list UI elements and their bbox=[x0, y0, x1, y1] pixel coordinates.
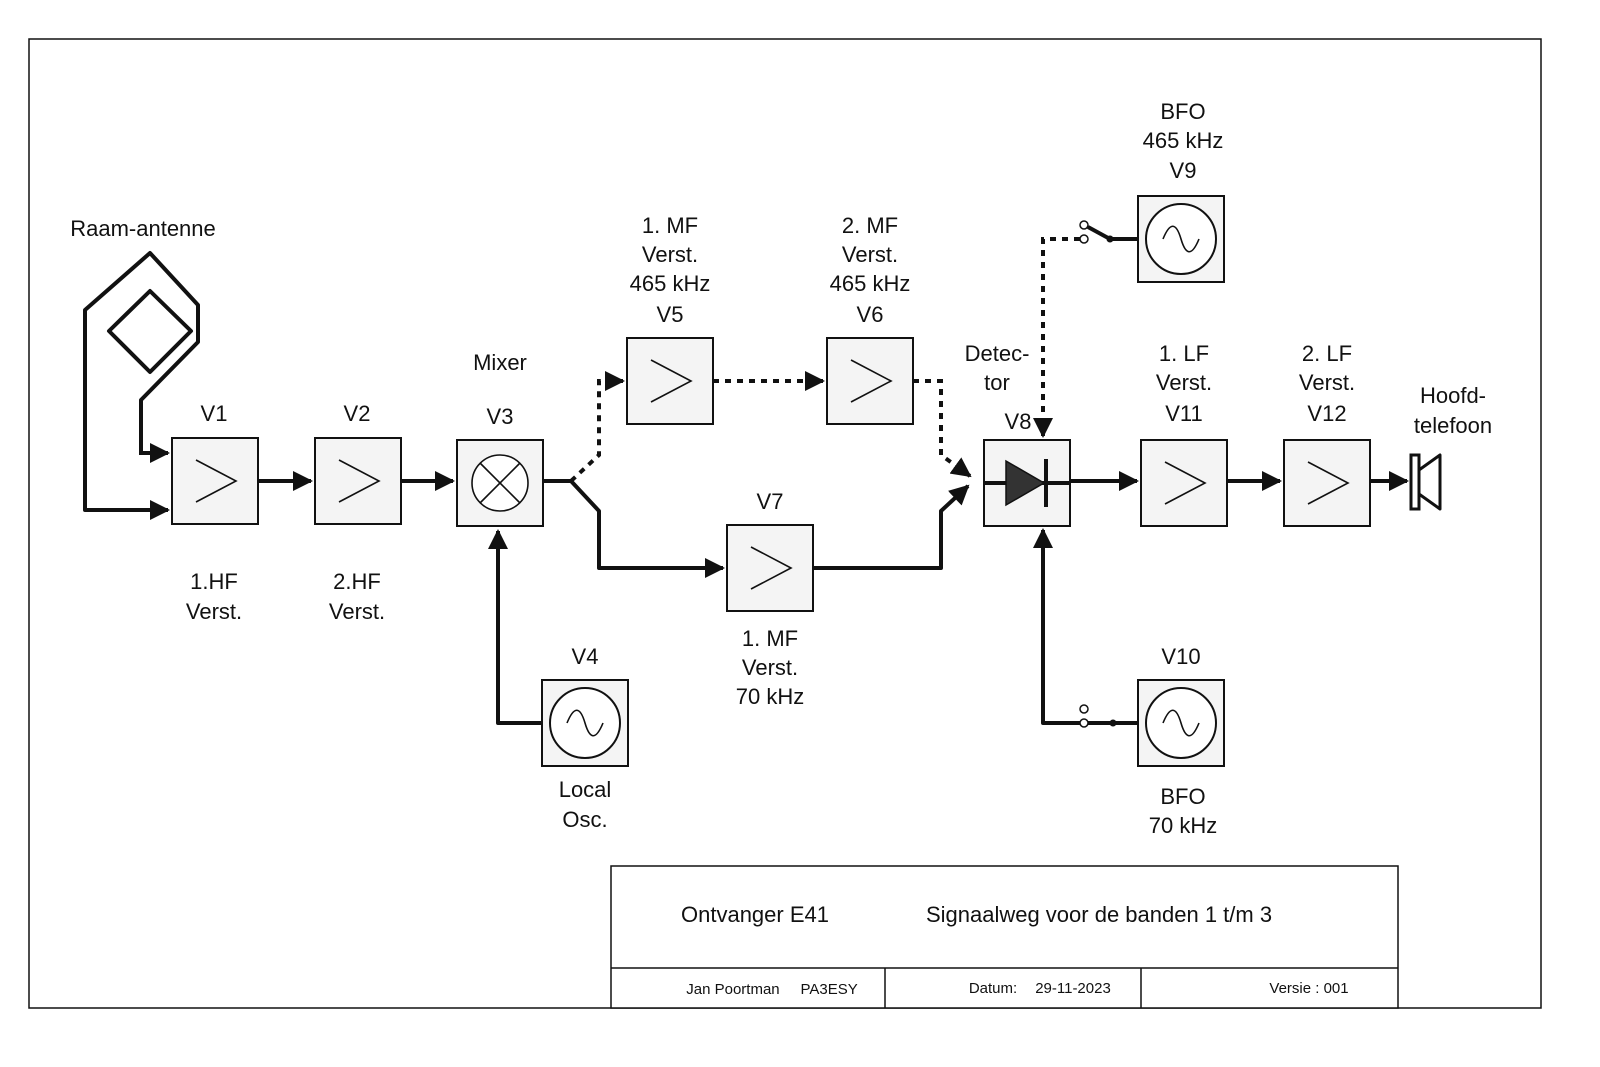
v4-desc-line1: Local bbox=[559, 777, 612, 802]
v10-line1: BFO bbox=[1160, 784, 1205, 809]
headphone-line2: telefoon bbox=[1414, 413, 1492, 438]
v5-id: V5 bbox=[657, 302, 684, 327]
v2-amplifier bbox=[314, 437, 402, 525]
v8-detector bbox=[983, 439, 1071, 527]
v7-id: V7 bbox=[757, 489, 784, 514]
v8-line2: tor bbox=[984, 370, 1010, 395]
v11-af-amplifier bbox=[1140, 439, 1228, 527]
v9-bfo-oscillator bbox=[1137, 195, 1225, 283]
v7-line3: 70 kHz bbox=[736, 684, 804, 709]
v1-desc-line1: 1.HF bbox=[190, 569, 238, 594]
v3-id: V3 bbox=[487, 404, 514, 429]
v9-line1: BFO bbox=[1160, 99, 1205, 124]
v10-bfo-oscillator bbox=[1137, 679, 1225, 767]
v11-line1: 1. LF bbox=[1159, 341, 1209, 366]
title-block bbox=[610, 865, 1399, 1009]
v10-id: V10 bbox=[1161, 644, 1200, 669]
title-date: 29-11-2023 bbox=[1035, 980, 1111, 997]
v4-id: V4 bbox=[572, 644, 599, 669]
v2-desc-line1: 2.HF bbox=[333, 569, 381, 594]
antenna-label: Raam-antenne bbox=[70, 216, 216, 241]
v6-if-amplifier bbox=[826, 337, 914, 425]
v10-line2: 70 kHz bbox=[1149, 813, 1217, 838]
v6-line1: 2. MF bbox=[842, 213, 898, 238]
v12-line1: 2. LF bbox=[1302, 341, 1352, 366]
v7-if-amplifier bbox=[726, 524, 814, 612]
v6-line2: Verst. bbox=[842, 242, 898, 267]
v8-id: V8 bbox=[1005, 409, 1032, 434]
v1-desc-line2: Verst. bbox=[186, 599, 242, 624]
v1-amplifier bbox=[171, 437, 259, 525]
v5-line2: Verst. bbox=[642, 242, 698, 267]
v12-af-amplifier bbox=[1283, 439, 1371, 527]
title-version: Versie : 001 bbox=[1269, 980, 1348, 997]
v9-line2: 465 kHz bbox=[1143, 128, 1224, 153]
v11-id: V11 bbox=[1165, 401, 1203, 426]
headphone-line1: Hoofd- bbox=[1420, 383, 1486, 408]
v6-id: V6 bbox=[857, 302, 884, 327]
v12-line2: Verst. bbox=[1299, 370, 1355, 395]
v7-line2: Verst. bbox=[742, 655, 798, 680]
v1-id: V1 bbox=[201, 401, 228, 426]
v4-oscillator bbox=[541, 679, 629, 767]
v9-switch bbox=[1079, 220, 1138, 244]
title-author: Jan Poortman PA3ESY bbox=[686, 981, 857, 998]
v2-id: V2 bbox=[344, 401, 371, 426]
title-date-label: Datum: bbox=[969, 980, 1017, 997]
v11-line2: Verst. bbox=[1156, 370, 1212, 395]
v2-desc-line2: Verst. bbox=[329, 599, 385, 624]
v9-id: V9 bbox=[1170, 158, 1197, 183]
v5-line3: 465 kHz bbox=[630, 271, 711, 296]
loop-antenna bbox=[83, 251, 200, 520]
v3-mixer-label: Mixer bbox=[473, 350, 527, 375]
v6-line3: 465 kHz bbox=[830, 271, 911, 296]
v5-line1: 1. MF bbox=[642, 213, 698, 238]
title-device: Ontvanger E41 bbox=[681, 902, 829, 927]
v10-switch bbox=[1079, 704, 1138, 728]
v4-desc-line2: Osc. bbox=[562, 807, 607, 832]
v8-line1: Detec- bbox=[965, 341, 1030, 366]
headphone-speaker-icon bbox=[1409, 453, 1442, 511]
v12-id: V12 bbox=[1307, 401, 1346, 426]
v7-line1: 1. MF bbox=[742, 626, 798, 651]
v5-if-amplifier bbox=[626, 337, 714, 425]
title-subject: Signaalweg voor de banden 1 t/m 3 bbox=[926, 902, 1272, 927]
v3-mixer bbox=[456, 439, 544, 527]
